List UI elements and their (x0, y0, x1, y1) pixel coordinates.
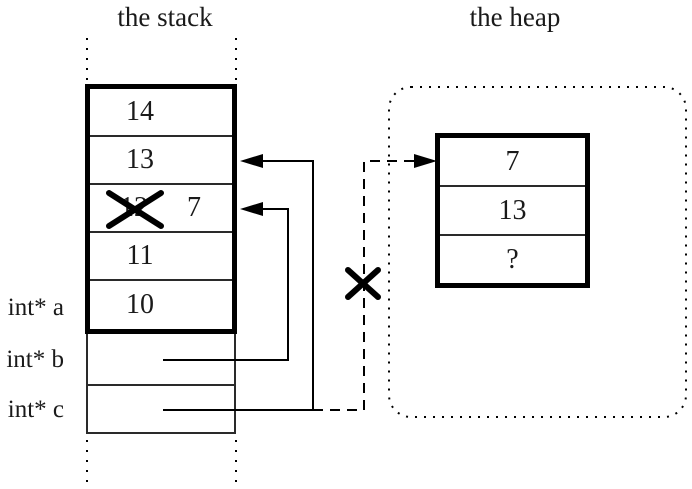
pointer-variable-cells (86, 334, 236, 434)
var-b-cell (88, 334, 234, 386)
heap-cell-13: 13 (440, 187, 585, 236)
heap-cell-value: ? (506, 243, 519, 275)
stack-cell-value: 14 (126, 96, 154, 127)
dangling-pointer-line (313, 160, 414, 411)
var-a-label: int* a (7, 294, 64, 321)
var-c-label: int* c (7, 396, 64, 423)
heap-cell-unknown: ? (440, 236, 585, 283)
heap-cell-value: 13 (498, 194, 527, 226)
var-b-label: int* b (6, 346, 64, 373)
var-c-cell (88, 386, 234, 432)
stack-cell-old-value: 12 (120, 192, 148, 223)
stack-cell-value: 13 (126, 144, 154, 175)
dangling-pointer-arrowhead-icon (414, 154, 437, 168)
stack-cell-10: 10 (90, 281, 232, 329)
stack-cell-overwritten: 12 7 (90, 185, 232, 233)
heap-cell-value: 7 (505, 145, 520, 177)
stack-cell-11: 11 (90, 233, 232, 281)
pointer-b-arrowhead-icon (240, 202, 263, 216)
invalid-pointer-cross-icon (345, 267, 381, 300)
dangling-heap-pointer-arrow (313, 154, 437, 411)
stack-frame-box: 14 13 12 7 11 10 (85, 84, 237, 334)
pointer-c-arrowhead-icon (240, 154, 263, 168)
stack-title: the stack (117, 2, 213, 32)
heap-title: the heap (469, 2, 561, 32)
stack-cell-new-value: 7 (187, 192, 201, 223)
heap-block-box: 7 13 ? (435, 133, 590, 288)
stack-cell-14: 14 (90, 89, 232, 137)
stack-cell-value: 10 (126, 289, 154, 320)
heap-cell-7: 7 (440, 138, 585, 187)
stack-cell-value: 11 (126, 240, 154, 271)
stack-cell-13: 13 (90, 137, 232, 185)
